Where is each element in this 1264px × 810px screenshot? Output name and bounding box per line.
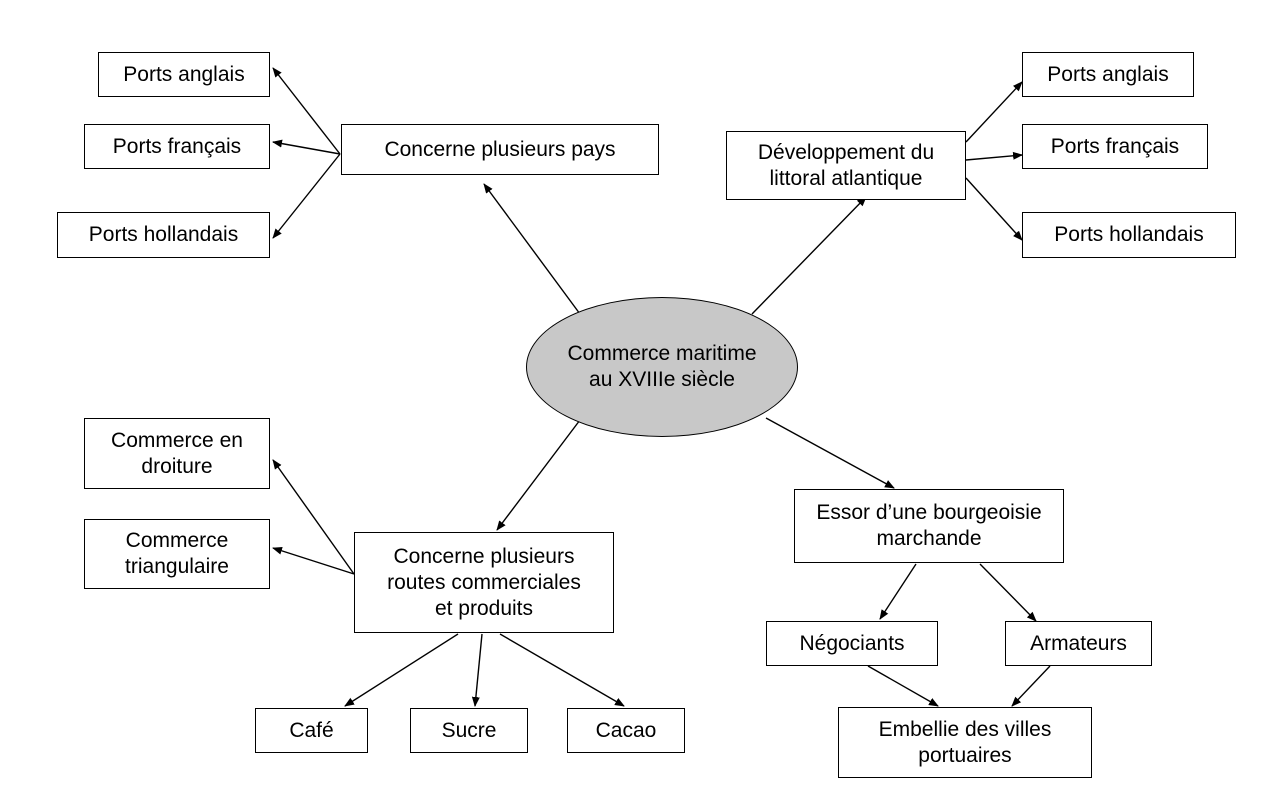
- arrow-pays-to-ports-francais: [272, 139, 341, 155]
- node-commerce-droiture: Commerce en droiture: [84, 418, 270, 489]
- arrow-center-to-pays: [483, 183, 581, 315]
- node-pays-ports-francais: Ports français: [84, 124, 270, 169]
- arrow-bourgeoisie-to-armateurs: [979, 563, 1037, 622]
- node-essor-bourgeoisie: Essor d’une bourgeoisie marchande: [794, 489, 1064, 563]
- node-pays-ports-anglais: Ports anglais: [98, 52, 270, 97]
- arrow-center-to-routes: [496, 419, 581, 531]
- node-littoral-ports-francais: Ports français: [1022, 124, 1208, 169]
- arrow-center-to-bourgeoisie: [765, 417, 895, 489]
- arrow-littoral-to-ports-anglais: [965, 81, 1023, 143]
- node-product-cafe: Café: [255, 708, 368, 753]
- arrow-pays-to-ports-hollandais: [272, 153, 341, 239]
- node-commerce-triangulaire: Commerce triangulaire: [84, 519, 270, 589]
- node-pays-ports-hollandais: Ports hollandais: [57, 212, 270, 258]
- node-littoral-ports-anglais: Ports anglais: [1022, 52, 1194, 97]
- arrow-bourgeoisie-to-negociants: [879, 563, 917, 620]
- arrow-routes-to-droiture: [272, 459, 355, 575]
- arrow-pays-to-ports-anglais: [272, 67, 341, 155]
- node-developpement-littoral: Développement du littoral atlantique: [726, 131, 966, 200]
- node-littoral-ports-hollandais: Ports hollandais: [1022, 212, 1236, 258]
- arrow-routes-to-sucre: [471, 633, 483, 707]
- node-armateurs: Armateurs: [1005, 621, 1152, 666]
- central-topic: Commerce maritime au XVIIIe siècle: [526, 297, 798, 437]
- node-routes-commerciales: Concerne plusieurs routes commerciales e…: [354, 532, 614, 633]
- node-embellie-villes: Embellie des villes portuaires: [838, 707, 1092, 778]
- arrow-littoral-to-ports-hollandais: [965, 177, 1023, 241]
- node-negociants: Négociants: [766, 621, 938, 666]
- node-product-cacao: Cacao: [567, 708, 685, 753]
- arrow-center-to-littoral: [751, 196, 867, 315]
- arrow-littoral-to-ports-francais: [965, 151, 1023, 161]
- arrow-routes-to-cafe: [344, 633, 459, 707]
- arrow-routes-to-triangulaire: [272, 546, 355, 575]
- arrow-routes-to-cacao: [499, 633, 625, 707]
- node-product-sucre: Sucre: [410, 708, 528, 753]
- arrow-negociants-to-embellie: [867, 665, 939, 707]
- node-concerne-pays: Concerne plusieurs pays: [341, 124, 659, 175]
- arrow-armateurs-to-embellie: [1011, 665, 1051, 707]
